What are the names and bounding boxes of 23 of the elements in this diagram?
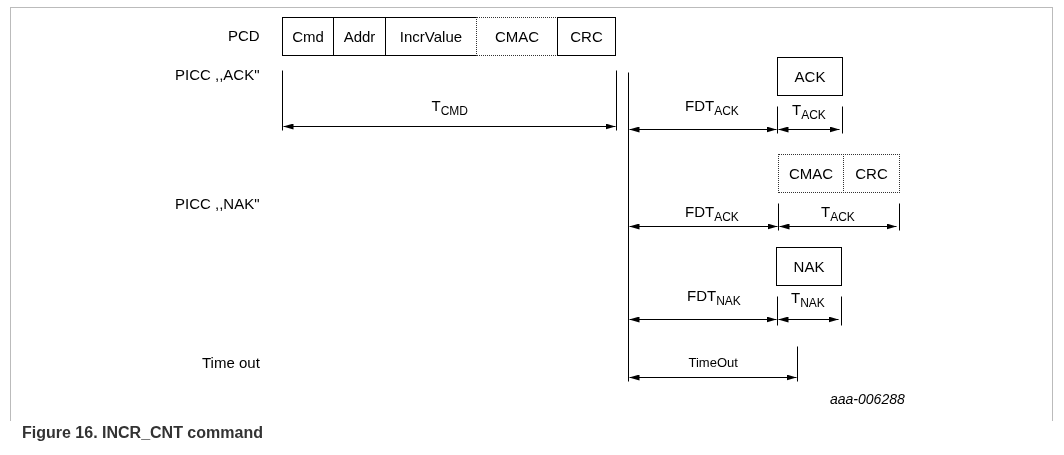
optional-frame-field: CRC [843, 154, 900, 193]
optional-frame-field: CMAC [476, 17, 558, 56]
duration-label: T$_{ACK}$ [792, 100, 826, 124]
frame-field: Cmd [282, 17, 334, 56]
duration-label: FDT$_{NAK}$ [687, 286, 741, 310]
row-label: Time out [202, 354, 260, 372]
row-label: PICC ,,ACK" [175, 66, 260, 84]
duration-label: TimeOut [688, 354, 738, 372]
duration-label: FDT$_{ACK}$ [685, 96, 739, 120]
frame-field: NAK [776, 247, 842, 286]
frame-field: ACK [777, 57, 843, 96]
row-label: PICC ,,NAK" [175, 195, 260, 213]
row-label: PCD [228, 27, 260, 45]
duration-label: T$_{ACK}$ [821, 202, 855, 226]
frame-field: Addr [333, 17, 386, 56]
frame-field: CRC [557, 17, 616, 56]
duration-label: FDT$_{ACK}$ [685, 202, 739, 226]
figure-caption: Figure 16. INCR_CNT command [22, 424, 263, 442]
duration-label: T$_{CMD}$ [431, 96, 468, 120]
frame-field: IncrValue [385, 17, 477, 56]
duration-label: T$_{NAK}$ [791, 288, 825, 312]
optional-frame-field: CMAC [778, 154, 844, 193]
figure-id: aaa-006288 [830, 390, 905, 408]
